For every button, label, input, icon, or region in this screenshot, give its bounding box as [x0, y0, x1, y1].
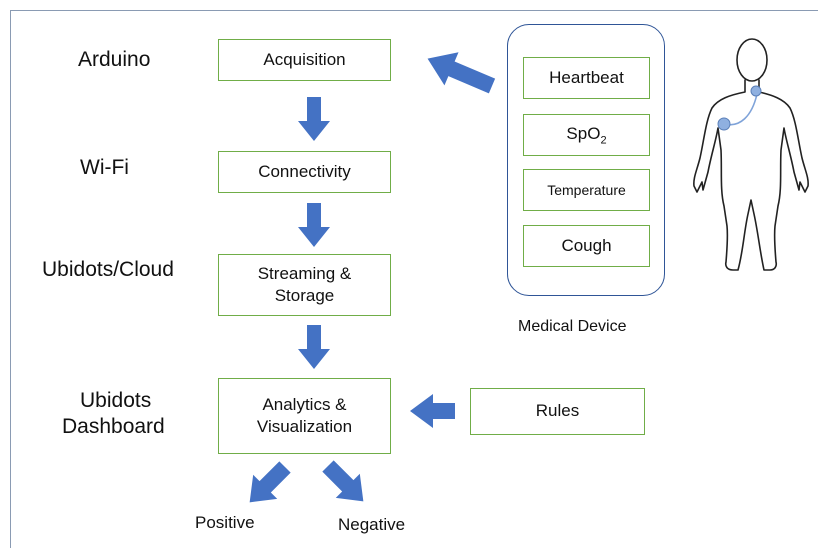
temperature-label: Temperature	[547, 182, 626, 198]
layer-label-dashboard: Ubidots Dashboard	[62, 388, 182, 441]
frame-top-border	[10, 10, 818, 11]
device-item-heartbeat: Heartbeat	[523, 57, 650, 99]
layer-label-arduino: Arduino	[78, 48, 151, 71]
rules-box: Rules	[470, 388, 645, 435]
layer-label-wifi: Wi-Fi	[80, 156, 129, 179]
arrow-connectivity-to-streaming	[298, 203, 330, 247]
outcome-positive: Positive	[195, 513, 255, 532]
device-item-spo2: SpO2	[523, 114, 650, 156]
streaming-storage-box: Streaming & Storage	[218, 254, 391, 316]
sensor-dot-icon	[750, 85, 762, 97]
streaming-label-line1: Streaming &	[257, 263, 352, 283]
outcome-negative: Negative	[338, 515, 406, 534]
layer-label-dashboard-line2: Dashboard	[62, 415, 165, 439]
acquisition-box: Acquisition	[218, 39, 391, 81]
rules-label: Rules	[535, 401, 580, 421]
frame-left-border	[10, 10, 11, 548]
spo2-label: SpO2	[566, 123, 607, 147]
arrow-to-negative	[322, 460, 364, 502]
human-body-outline-icon	[693, 38, 809, 271]
layer-label-cloud: Ubidots/Cloud	[42, 258, 174, 281]
arrow-acquisition-to-connectivity	[298, 97, 330, 141]
connectivity-label: Connectivity	[258, 161, 351, 181]
heartbeat-label: Heartbeat	[549, 68, 624, 87]
acquisition-label: Acquisition	[263, 49, 346, 69]
analytics-label-line1: Analytics &	[262, 394, 347, 414]
arrow-rules-to-analytics	[410, 394, 455, 428]
analytics-visualization-box: Analytics & Visualization	[218, 378, 391, 454]
layer-label-dashboard-line1: Ubidots	[80, 389, 152, 412]
streaming-label-line2: Storage	[274, 286, 335, 305]
analytics-label-line2: Visualization	[256, 417, 353, 436]
arrow-to-positive	[249, 461, 291, 503]
device-item-cough: Cough	[523, 225, 650, 267]
connectivity-box: Connectivity	[218, 151, 391, 193]
arrow-device-to-acquisition	[427, 52, 496, 94]
medical-device-caption: Medical Device	[518, 318, 627, 335]
cough-label: Cough	[561, 236, 612, 255]
arrow-streaming-to-analytics	[298, 325, 330, 369]
sensor-dot-icon	[717, 117, 731, 131]
device-item-temperature: Temperature	[523, 169, 650, 211]
